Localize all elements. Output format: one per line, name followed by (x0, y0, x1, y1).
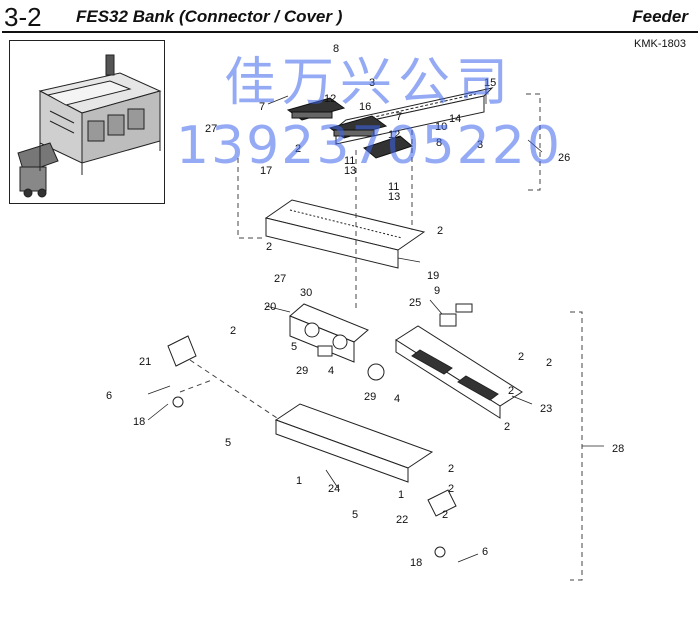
callout-labels: 8 3 7 12 15 27 16 7 14 10 8 3 2 17 11 13… (106, 43, 624, 569)
callout-2: 2 (508, 385, 514, 397)
model-code: KMK-1803 (634, 38, 686, 50)
callout-2: 2 (442, 509, 448, 521)
callout-1: 1 (398, 489, 404, 501)
bank-plate (264, 199, 426, 269)
bracket (289, 303, 369, 363)
callout-7: 7 (396, 111, 402, 123)
callout-14: 14 (449, 113, 461, 125)
callout-4: 4 (394, 393, 400, 405)
machine-thumbnail (9, 40, 165, 204)
callout-2: 2 (266, 241, 272, 253)
callout-2: 2 (295, 143, 301, 155)
callout-2: 2 (546, 357, 552, 369)
callout-6: 6 (106, 390, 112, 402)
callout-28: 28 (612, 443, 624, 455)
callout-17: 17 (260, 165, 272, 177)
callout-2: 2 (448, 483, 454, 495)
callout-21: 21 (139, 356, 151, 368)
small-brackets (167, 335, 457, 517)
callout-29: 29 (296, 365, 308, 377)
callout-25: 25 (409, 297, 421, 309)
callout-23: 23 (540, 403, 552, 415)
connector-blocks (286, 97, 414, 159)
callout-26: 26 (558, 152, 570, 164)
base-tray (274, 403, 434, 483)
callout-20: 20 (264, 301, 276, 313)
callout-18: 18 (410, 557, 422, 569)
page-title: FES32 Bank (Connector / Cover ) (76, 7, 343, 26)
callout-2: 2 (437, 225, 443, 237)
callout-2: 2 (448, 463, 454, 475)
callout-27: 27 (205, 123, 217, 135)
callout-12: 12 (324, 93, 336, 105)
callout-22: 22 (396, 514, 408, 526)
callout-13: 13 (344, 165, 356, 177)
callout-8: 8 (333, 43, 339, 55)
callout-3: 3 (369, 77, 375, 89)
callout-3: 3 (477, 139, 483, 151)
callout-11: 11 (388, 181, 399, 193)
callout-24: 24 (328, 483, 340, 495)
callout-8: 8 (436, 137, 442, 149)
callout-6: 6 (482, 546, 488, 558)
callout-1: 1 (296, 475, 302, 487)
callout-9: 9 (434, 285, 440, 297)
callout-16: 16 (359, 101, 371, 113)
callout-30: 30 (300, 287, 312, 299)
callout-5: 5 (225, 437, 231, 449)
callout-18: 18 (133, 416, 145, 428)
callout-4: 4 (328, 365, 334, 377)
callout-7: 7 (259, 101, 265, 113)
callout-5: 5 (291, 341, 297, 353)
callout-5: 5 (352, 509, 358, 521)
callout-2: 2 (230, 325, 236, 337)
callout-2: 2 (518, 351, 524, 363)
callout-12: 12 (388, 129, 400, 141)
section-number: 3-2 (4, 2, 42, 32)
machine-illustration (17, 54, 162, 198)
cover-plate (395, 325, 523, 419)
callout-19: 19 (427, 270, 439, 282)
callout-27: 27 (274, 273, 286, 285)
callout-10: 10 (435, 121, 447, 133)
callout-15: 15 (484, 77, 496, 89)
callout-29: 29 (364, 391, 376, 403)
header-divider (2, 31, 698, 33)
alignment-lines (179, 93, 583, 581)
leader-lines (147, 88, 604, 563)
section-name: Feeder (632, 7, 688, 26)
connectors-and-fittings (172, 303, 473, 558)
callout-2: 2 (504, 421, 510, 433)
callout-11: 11 (344, 155, 355, 167)
callout-13: 13 (388, 191, 400, 203)
